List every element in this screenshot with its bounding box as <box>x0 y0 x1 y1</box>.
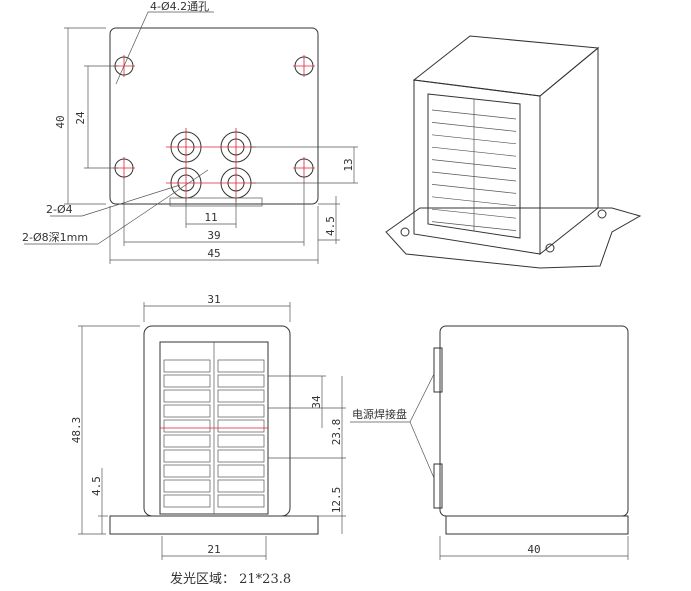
dim-top-width: 45 <box>207 247 220 260</box>
small-hole-note: 2-Ø4 <box>46 203 73 216</box>
iso-emitter-row <box>431 134 517 145</box>
iso-body-top <box>412 35 600 97</box>
front-emitter-cell <box>163 404 211 418</box>
iso-emitter-row <box>431 159 517 169</box>
front-view: 31 48.3 4.5 34 23.8 12.5 21 <box>70 293 346 560</box>
iso-emitter-row <box>431 196 517 207</box>
dim-front-top-width: 31 <box>207 293 220 306</box>
power-pad-bottom <box>433 463 443 509</box>
mount-hole-br <box>293 157 315 179</box>
side-view: 电源焊接盘 40 <box>350 325 629 560</box>
dim-bottom-offset: 4.5 <box>324 216 337 236</box>
iso-emitter-row <box>431 221 517 231</box>
terminal-pads <box>166 128 263 207</box>
dim-front-lower: 12.5 <box>330 487 343 514</box>
iso-window <box>427 93 521 239</box>
dim-side-depth: 40 <box>527 543 540 556</box>
front-emitter-cell <box>217 464 265 478</box>
dim-front-upper: 34 <box>310 395 323 409</box>
front-emitter-cell <box>163 449 211 463</box>
side-body <box>439 325 629 517</box>
front-emitter-cell <box>217 359 265 373</box>
top-view-body <box>109 27 319 205</box>
mount-hole-tr <box>293 55 315 77</box>
dim-hole-pitch-h: 39 <box>207 229 220 242</box>
front-emitter-cell <box>163 464 211 478</box>
front-emitter-cell <box>163 359 211 373</box>
front-emitter-rows <box>163 359 265 508</box>
dim-top-height: 40 <box>54 115 67 128</box>
front-emitter-cell <box>217 419 265 433</box>
iso-emitter-row <box>431 122 517 132</box>
iso-emitter-row <box>431 146 517 157</box>
front-emitter-cell <box>217 374 265 388</box>
iso-emitter-row <box>431 184 517 194</box>
front-emitter-cell <box>217 449 265 463</box>
large-hole-note: 2-Ø8深1mm <box>22 231 88 244</box>
front-emitter-cell <box>217 404 265 418</box>
iso-emitter-row <box>431 208 517 219</box>
front-emitter-cell <box>163 494 211 508</box>
front-emitter-cell <box>217 479 265 493</box>
dim-hole-pitch-v: 24 <box>74 111 87 125</box>
dim-pair-v: 13 <box>342 158 355 171</box>
dim-front-flange: 4.5 <box>90 476 103 496</box>
front-emitter-cell <box>217 494 265 508</box>
dim-front-window: 23.8 <box>330 419 343 446</box>
front-emitter-cell <box>163 374 211 388</box>
iso-body-front <box>413 79 541 255</box>
front-emitter-cell <box>163 434 211 448</box>
front-emitter-cell <box>163 389 211 403</box>
front-emitter-cell <box>217 434 265 448</box>
dim-front-height: 48.3 <box>70 417 83 444</box>
power-pad-label: 电源焊接盘 <box>352 407 407 421</box>
iso-emitter-row <box>431 171 517 182</box>
dim-pair-h: 11 <box>204 211 217 224</box>
front-emitter-cell <box>217 389 265 403</box>
dim-front-bottom-width: 21 <box>207 543 220 556</box>
front-emitter-cell <box>163 419 211 433</box>
front-body <box>143 325 291 517</box>
isometric-view <box>385 35 642 269</box>
iso-base <box>385 207 642 269</box>
hole-note: 4-Ø4.2通孔 <box>150 0 209 13</box>
front-base <box>109 515 319 535</box>
side-base <box>445 515 629 535</box>
emission-area-caption: 发光区域： 21*23.8 <box>170 572 292 587</box>
power-pad-top <box>433 347 443 393</box>
iso-body-side <box>539 46 599 256</box>
front-emitter-cell <box>163 479 211 493</box>
iso-emitter-row <box>431 109 517 120</box>
iso-emitter-rows <box>431 109 517 231</box>
top-view: 4-Ø4.2通孔 2-Ø4 2-Ø8深1mm 40 24 13 4.5 11 3… <box>22 0 358 264</box>
